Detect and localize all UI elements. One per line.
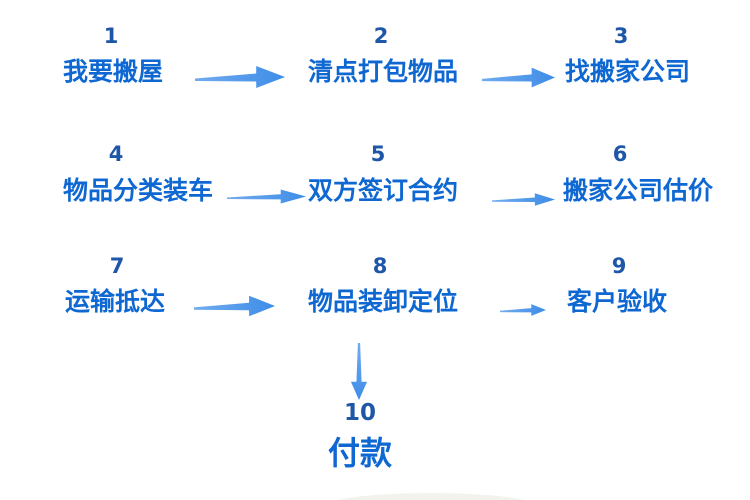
step-5-label: 双方签订合约 (308, 176, 459, 205)
step-6-label: 搬家公司估价 (563, 176, 714, 205)
right-arrow-icon-5-6 (492, 193, 555, 206)
step-7-number: 7 (109, 254, 125, 278)
right-arrow-icon-2-3 (482, 67, 555, 88)
step-1-number: 1 (103, 24, 119, 48)
step-2-number: 2 (373, 24, 389, 48)
step-10-label: 付款 (327, 434, 392, 472)
step-8-label: 物品装卸定位 (308, 287, 459, 316)
step-6-number: 6 (612, 142, 628, 166)
down-arrow-icon-8-10 (350, 343, 368, 400)
step-8-number: 8 (372, 254, 388, 278)
step-4-number: 4 (108, 142, 124, 166)
step-3-number: 3 (613, 24, 629, 48)
step-9-label: 客户验收 (567, 287, 668, 316)
step-9-number: 9 (611, 254, 627, 278)
right-arrow-icon-7-8 (194, 295, 275, 317)
step-10-number: 10 (343, 400, 376, 426)
step-7-label: 运输抵达 (65, 287, 166, 316)
step-5-number: 5 (370, 142, 386, 166)
step-4-label: 物品分类装车 (63, 176, 214, 205)
step-3-label: 找搬家公司 (565, 57, 691, 86)
right-arrow-icon-4-5 (227, 189, 306, 204)
right-arrow-icon-1-2 (195, 66, 285, 88)
cropped-image-edge (322, 493, 540, 500)
step-2-label: 清点打包物品 (308, 57, 459, 86)
step-1-label: 我要搬屋 (63, 57, 164, 86)
right-arrow-icon-8-9 (500, 304, 546, 316)
